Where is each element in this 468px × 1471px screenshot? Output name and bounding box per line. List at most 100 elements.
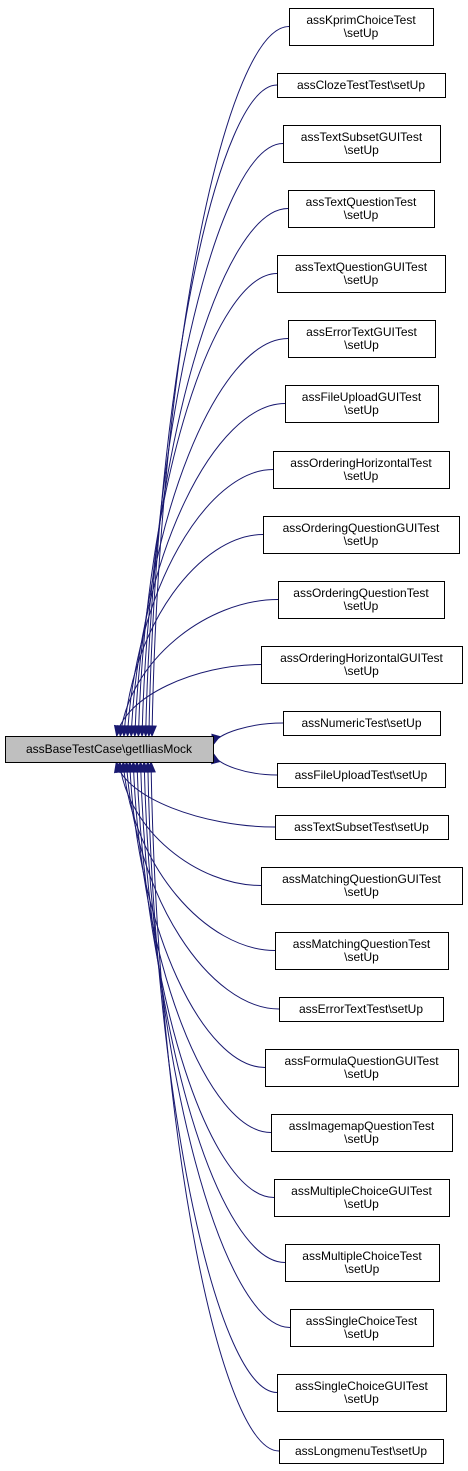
arrowhead <box>146 760 156 773</box>
caller-node-box <box>277 1374 447 1412</box>
arrowhead <box>113 724 124 738</box>
caller-node[interactable]: assTextSubsetTest\setUp <box>275 815 449 840</box>
call-edge <box>122 761 276 951</box>
caller-node-box <box>261 867 463 905</box>
caller-node-box <box>277 73 446 98</box>
caller-node-box <box>288 320 436 358</box>
caller-node-label-line: \setUp <box>344 273 379 287</box>
caller-node[interactable]: assOrderingHorizontalGUITest\setUp <box>261 646 463 684</box>
caller-node-label-line: \setUp <box>344 403 379 417</box>
caller-node-box <box>277 255 446 293</box>
caller-node-label-line: assMatchingQuestionGUITest <box>282 872 441 886</box>
caller-node-label-line: assKprimChoiceTest <box>306 13 416 27</box>
call-edge <box>212 722 284 746</box>
caller-node-label-line: \setUp <box>344 1197 379 1211</box>
caller-node-label-line: assTextSubsetGUITest <box>301 130 423 144</box>
caller-node[interactable]: assTextQuestionGUITest\setUp <box>277 255 446 293</box>
caller-node-label-line: assNumericTest\setUp <box>301 716 421 730</box>
caller-node[interactable]: assFormulaQuestionGUITest\setUp <box>265 1049 459 1087</box>
call-edge <box>136 761 275 1198</box>
caller-node[interactable]: assTextQuestionTest\setUp <box>288 190 435 228</box>
caller-node-label-line: assTextQuestionTest <box>306 195 417 209</box>
caller-node[interactable]: assSingleChoiceTest\setUp <box>290 1309 434 1347</box>
caller-node-box <box>263 516 460 554</box>
caller-node-label-line: assMultipleChoiceGUITest <box>291 1184 432 1198</box>
call-edge <box>145 143 284 737</box>
call-edge <box>119 599 279 737</box>
caller-node-label-line: assFileUploadTest\setUp <box>295 768 428 782</box>
caller-node[interactable]: assOrderingQuestionTest\setUp <box>278 581 445 619</box>
caller-node-label-line: assOrderingHorizontalGUITest <box>280 651 443 665</box>
caller-node-box <box>285 1244 440 1282</box>
caller-node-label-line: \setUp <box>344 885 379 899</box>
caller-node-label-line: assErrorTextTest\setUp <box>299 1002 423 1016</box>
caller-node-box <box>289 8 434 46</box>
caller-node-label-line: \setUp <box>344 534 379 548</box>
call-edge <box>212 752 278 776</box>
caller-node-label-line: assTextQuestionGUITest <box>295 260 428 274</box>
caller-node-label-line: assFormulaQuestionGUITest <box>284 1054 439 1068</box>
caller-node-box <box>278 581 445 619</box>
caller-node-label-line: \setUp <box>344 143 379 157</box>
caller-node[interactable]: assErrorTextTest\setUp <box>279 997 444 1022</box>
call-edge <box>140 761 286 1263</box>
caller-node-label-line: assErrorTextGUITest <box>306 325 417 339</box>
caller-node[interactable]: assOrderingQuestionGUITest\setUp <box>263 516 460 554</box>
call-edge <box>137 273 278 737</box>
call-edge <box>115 761 276 828</box>
caller-node-box <box>279 1439 444 1464</box>
caller-node-box <box>265 1049 459 1087</box>
root-node-label-line: assBaseTestCase\getIliasMock <box>26 742 193 756</box>
call-edge <box>132 761 272 1133</box>
call-edge <box>134 338 289 737</box>
caller-node-box <box>273 451 450 489</box>
caller-node-label-line: assLongmenuTest\setUp <box>295 1444 427 1458</box>
caller-node-label-line: assMatchingQuestionTest <box>293 937 431 951</box>
call-edge <box>119 761 262 886</box>
caller-node-label-line: \setUp <box>344 664 379 678</box>
caller-node-box <box>271 1114 453 1152</box>
caller-node[interactable]: assMultipleChoiceTest\setUp <box>285 1244 440 1282</box>
root-node[interactable]: assBaseTestCase\getIliasMock <box>5 736 214 763</box>
caller-node-label-line: \setUp <box>344 208 379 222</box>
caller-node-label-line: \setUp <box>345 1262 380 1276</box>
caller-node[interactable]: assTextSubsetGUITest\setUp <box>283 125 441 163</box>
caller-node-box <box>277 763 446 788</box>
call-edge <box>125 761 280 1010</box>
caller-node[interactable]: assFileUploadTest\setUp <box>277 763 446 788</box>
caller-node[interactable]: assOrderingHorizontalTest\setUp <box>273 451 450 489</box>
caller-node[interactable]: assSingleChoiceGUITest\setUp <box>277 1374 447 1412</box>
caller-node[interactable]: assMatchingQuestionTest\setUp <box>275 932 449 970</box>
caller-node-label-line: assOrderingQuestionTest <box>293 586 429 600</box>
caller-node-label-line: \setUp <box>344 599 379 613</box>
caller-node-label-line: assSingleChoiceTest <box>306 1314 418 1328</box>
call-edge <box>147 761 278 1393</box>
caller-node-label-line: assClozeTestTest\setUp <box>297 78 425 92</box>
caller-node-label-line: assOrderingQuestionGUITest <box>283 521 440 535</box>
caller-node[interactable]: assKprimChoiceTest\setUp <box>289 8 434 46</box>
caller-node-label-line: assOrderingHorizontalTest <box>290 456 432 470</box>
caller-node-label-line: assImagemapQuestionTest <box>289 1119 435 1133</box>
caller-node-label-line: assMultipleChoiceTest <box>302 1249 422 1263</box>
caller-node[interactable]: assMatchingQuestionGUITest\setUp <box>261 867 463 905</box>
call-edge <box>123 534 264 737</box>
call-edge <box>129 761 266 1068</box>
caller-node-box <box>261 646 463 684</box>
edges <box>113 26 291 1452</box>
call-edge <box>127 469 274 737</box>
caller-node-box <box>288 190 435 228</box>
caller-node-label-line: \setUp <box>344 1392 379 1406</box>
caller-node[interactable]: assLongmenuTest\setUp <box>279 1439 444 1464</box>
caller-node-box <box>275 932 449 970</box>
caller-node[interactable]: assErrorTextGUITest\setUp <box>288 320 436 358</box>
caller-node[interactable]: assImagemapQuestionTest\setUp <box>271 1114 453 1152</box>
caller-node-box <box>285 385 439 423</box>
caller-node[interactable]: assFileUploadGUITest\setUp <box>285 385 439 423</box>
call-edge <box>150 761 280 1452</box>
caller-node[interactable]: assNumericTest\setUp <box>283 711 441 736</box>
caller-node-label-line: \setUp <box>344 338 379 352</box>
caller-node[interactable]: assClozeTestTest\setUp <box>277 73 446 98</box>
caller-node[interactable]: assMultipleChoiceGUITest\setUp <box>274 1179 450 1217</box>
caller-node-label-line: \setUp <box>344 1067 379 1081</box>
